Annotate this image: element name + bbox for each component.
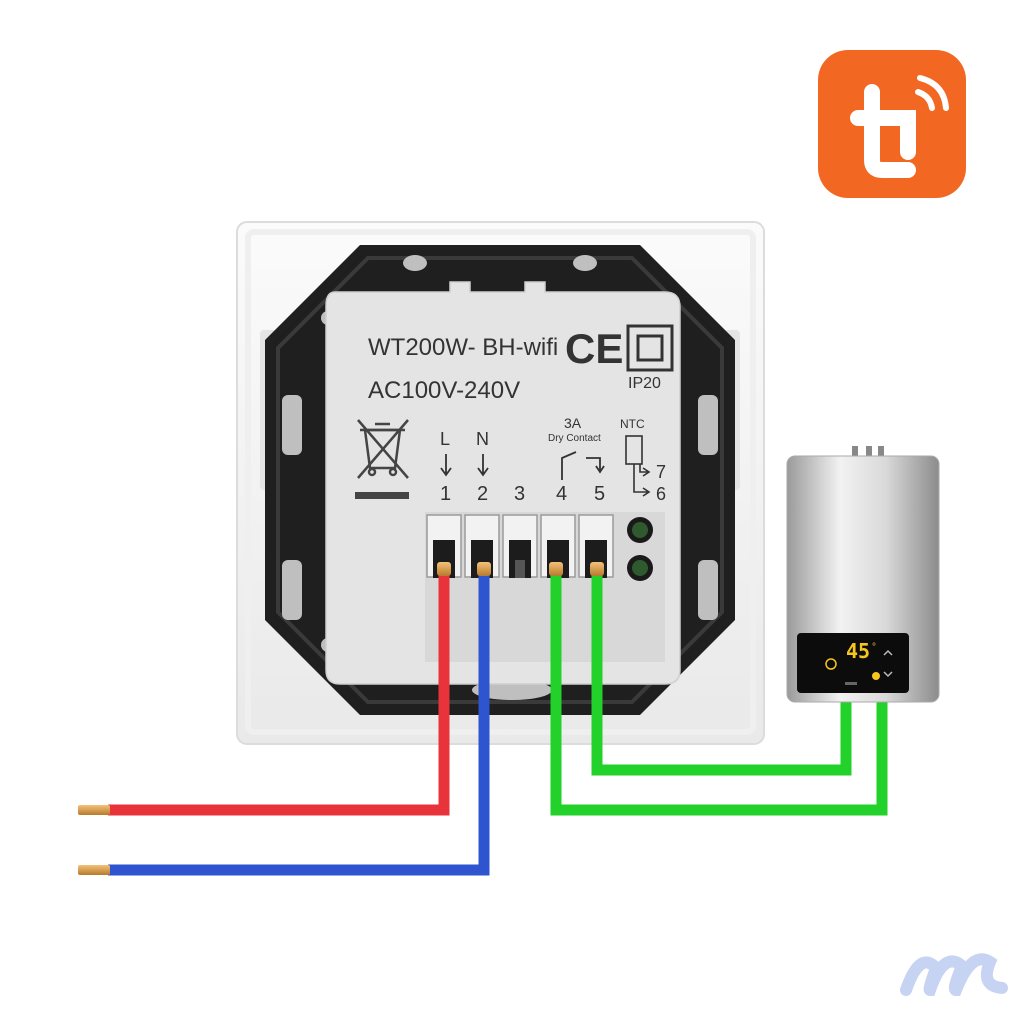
double-insulation-icon [626, 324, 674, 372]
thermostat-back: WT200W- BH-wifi AC100V-240V CE IP20 L N … [236, 221, 765, 745]
terminal-number-1: 1 [440, 483, 451, 505]
weee-bin-icon [355, 419, 409, 499]
line-label: L [440, 429, 450, 449]
power-icon [825, 658, 837, 670]
terminal-number-4: 4 [556, 483, 567, 505]
relay-contact-icon [561, 451, 605, 480]
tuya-app-logo [818, 50, 966, 198]
wire-tips [78, 562, 604, 875]
relay-wire-5 [591, 575, 852, 776]
ntc-sensor-icon [625, 435, 651, 497]
chevron-down-icon [883, 671, 893, 678]
ntc-pin-6: 6 [656, 484, 666, 504]
relay-rating: 3A [564, 415, 582, 431]
boiler-temperature-unit: ° [872, 642, 876, 653]
chevron-up-icon [883, 649, 893, 656]
voltage-label: AC100V-240V [368, 377, 520, 404]
ntc-label: NTC [620, 417, 645, 431]
ntc-pin-7: 7 [656, 462, 666, 482]
relay-type: Dry Contact [548, 433, 601, 444]
wires [108, 575, 888, 876]
brand-watermark [900, 953, 1008, 997]
flame-icon [872, 672, 880, 680]
line-wire [108, 575, 450, 816]
ip-rating: IP20 [628, 375, 661, 392]
ce-mark: CE [565, 325, 623, 372]
terminal-number-2: 2 [477, 483, 488, 505]
terminal-number-3: 3 [514, 483, 525, 505]
boiler-display [797, 633, 909, 693]
neutral-label: N [476, 429, 489, 449]
boiler: 45 ° [786, 446, 940, 703]
terminal-block [425, 512, 665, 662]
model-label: WT200W- BH-wifi [368, 334, 558, 361]
terminal-arrows [440, 454, 489, 477]
boiler-temperature: 45 [846, 639, 870, 663]
neutral-wire [108, 575, 490, 876]
relay-wire-4 [550, 575, 888, 816]
terminal-number-5: 5 [594, 483, 605, 505]
